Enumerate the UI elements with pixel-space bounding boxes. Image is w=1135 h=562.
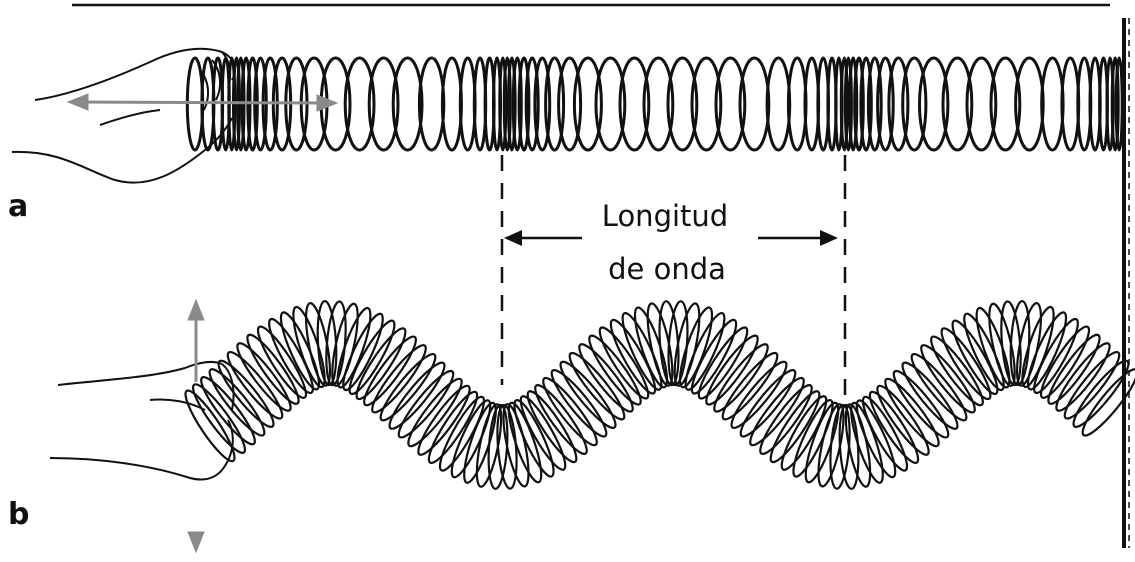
double-arrow-icon (188, 300, 204, 552)
hand-icon (50, 362, 234, 480)
panel-b-label: b (8, 500, 29, 530)
transverse-slinky (179, 301, 1135, 490)
wall-icon (1124, 18, 1129, 548)
panel-a-label: a (8, 192, 28, 222)
wavelength-label-line2: de onda (592, 251, 742, 287)
coil-loop (767, 58, 790, 150)
coil-loop (1042, 58, 1063, 150)
wavelength-label-line1: Longitud (590, 198, 740, 234)
